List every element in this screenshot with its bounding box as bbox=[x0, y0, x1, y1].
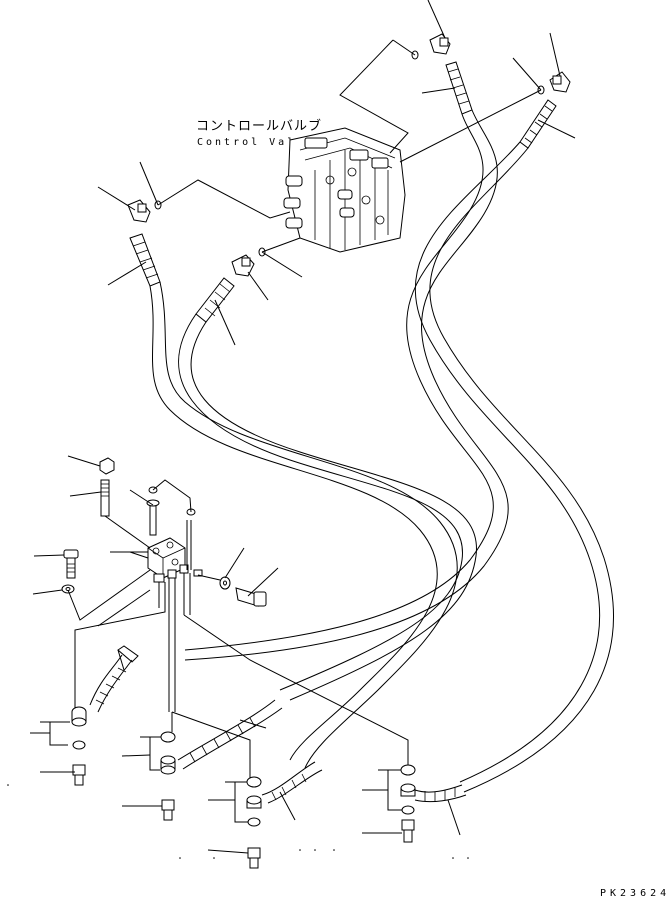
top-elbow-fitting bbox=[392, 0, 451, 60]
bottom-hose-4 bbox=[414, 784, 467, 836]
control-valve-label-en: Control Valve bbox=[197, 137, 314, 148]
hose-runs bbox=[149, 109, 614, 793]
control-valve bbox=[283, 127, 406, 253]
right-elbow-fitting bbox=[512, 32, 571, 95]
block-hardware bbox=[32, 455, 279, 627]
control-valve-label-jp: コントロールバルブ bbox=[196, 118, 322, 134]
lower-hose-end bbox=[195, 277, 236, 346]
drawing-code: PK23624 bbox=[600, 888, 670, 899]
fitting-group-4 bbox=[362, 764, 416, 843]
distribution-block bbox=[147, 537, 191, 712]
left-hose-end bbox=[107, 233, 161, 287]
left-elbow-fitting bbox=[97, 161, 162, 223]
fitting-group-3 bbox=[207, 776, 262, 869]
bottom-hose-1 bbox=[89, 645, 139, 713]
fitting-group-1 bbox=[30, 706, 87, 786]
right-hose-end bbox=[519, 99, 576, 149]
bottom-hose-2 bbox=[177, 699, 283, 770]
bottom-hose-3 bbox=[261, 761, 323, 821]
top-hose-end bbox=[421, 61, 473, 115]
fitting-group-2 bbox=[121, 731, 176, 821]
lower-elbow-fitting bbox=[231, 247, 303, 301]
